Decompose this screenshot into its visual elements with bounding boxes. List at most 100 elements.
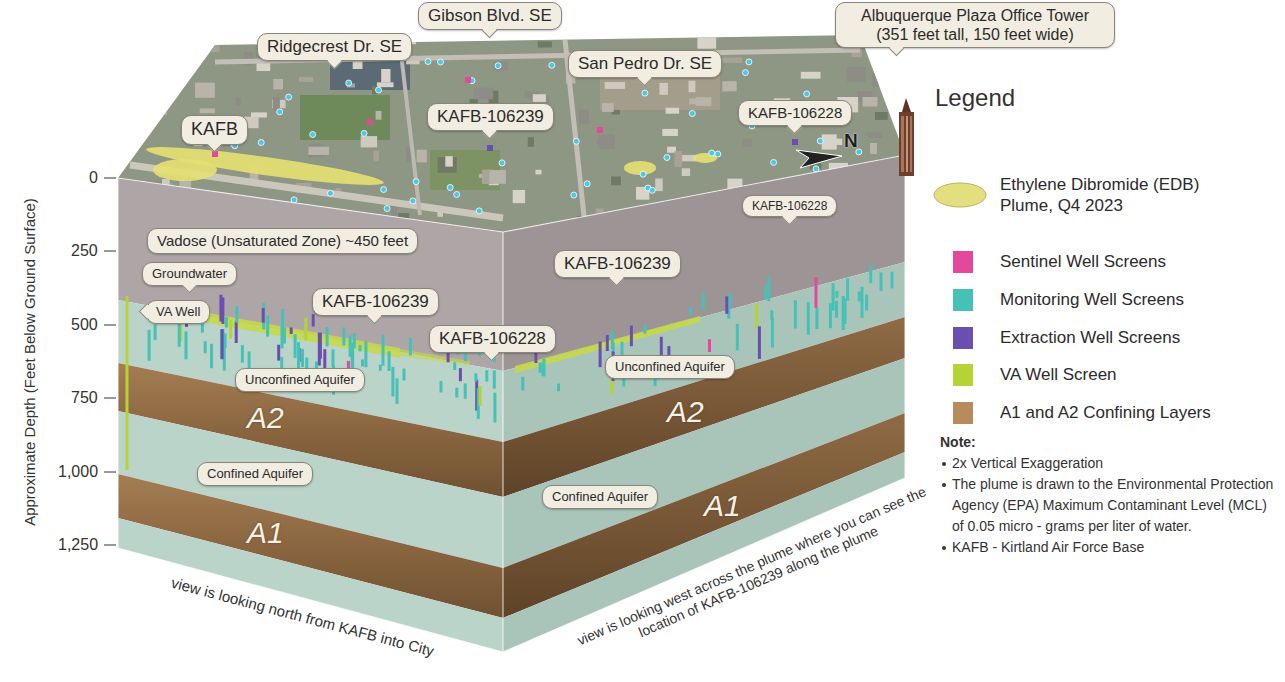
well-marker xyxy=(571,192,577,198)
well-screen xyxy=(708,339,711,352)
field xyxy=(430,150,500,190)
building xyxy=(438,157,457,173)
callout-text: KAFB-106239 xyxy=(322,292,429,312)
well-screen xyxy=(294,334,297,358)
well-marker xyxy=(664,155,670,161)
axis-tick: 500 xyxy=(71,315,98,334)
building xyxy=(723,58,743,63)
well-marker xyxy=(212,151,218,157)
building xyxy=(377,82,394,87)
legend-swatch-box xyxy=(952,363,974,387)
plume-outline xyxy=(145,140,385,191)
well-screen xyxy=(835,301,838,318)
building xyxy=(689,81,696,93)
well-screen xyxy=(235,321,238,343)
layer-label: A1 xyxy=(247,515,284,551)
callout-label: KAFB-106228 xyxy=(742,195,837,217)
well-screen xyxy=(210,344,213,368)
callout-tail xyxy=(207,137,223,153)
callout-text: Confined Aquifer xyxy=(207,466,303,482)
legend-text: Sentinel Well Screens xyxy=(1000,251,1245,272)
well-marker xyxy=(143,127,149,133)
well-screen xyxy=(474,373,477,381)
building xyxy=(538,41,552,47)
well-screen xyxy=(765,286,768,300)
well-screens xyxy=(521,265,893,394)
layer-label: A1 xyxy=(704,488,741,524)
tower-spire xyxy=(902,98,911,112)
building xyxy=(835,139,842,145)
well-screen xyxy=(464,384,467,399)
well-screen xyxy=(225,317,228,328)
well-screen xyxy=(403,369,406,381)
building xyxy=(675,151,683,167)
well-marker xyxy=(804,91,810,97)
legend-swatch xyxy=(953,402,973,424)
legend-text: A1 and A2 Confining Layers xyxy=(1000,402,1245,423)
well-screen xyxy=(479,386,482,406)
north-arrow xyxy=(796,150,842,168)
well-marker xyxy=(584,181,590,187)
callout-label: Confined Aquifer xyxy=(197,462,313,486)
well-screen xyxy=(301,349,304,367)
well-marker xyxy=(361,130,367,136)
well-marker xyxy=(465,77,471,83)
plume-outline xyxy=(153,159,217,181)
well-marker xyxy=(258,140,264,146)
building xyxy=(579,110,589,125)
well-marker xyxy=(495,63,501,69)
layer-label: A2 xyxy=(247,400,284,436)
notes-panel: Note:2x Vertical ExaggerationThe plume i… xyxy=(940,432,1275,558)
callout-text: VA Well xyxy=(156,304,200,320)
tower-windows xyxy=(906,116,908,172)
building xyxy=(867,132,882,138)
well-screen xyxy=(702,293,705,310)
axis-tick: 1,000 xyxy=(58,462,98,481)
well-screen xyxy=(359,345,362,351)
callout-text: Confined Aquifer xyxy=(552,489,648,505)
well-screen xyxy=(771,318,774,348)
building xyxy=(743,139,753,147)
well-marker xyxy=(171,83,177,89)
legend-swatch-box xyxy=(952,288,974,312)
callout-label: KAFB-106239 xyxy=(554,250,681,278)
legend-text: Ethylene Dibromide (EDB) Plume, Q4 2023 xyxy=(1000,174,1245,217)
well-screen xyxy=(758,326,761,359)
callout-text: Unconfined Aquifer xyxy=(245,372,355,388)
building xyxy=(599,134,615,149)
well-screen xyxy=(832,283,835,310)
well-screen xyxy=(453,362,456,370)
well-marker xyxy=(425,59,431,65)
building xyxy=(696,97,712,106)
building xyxy=(149,68,155,81)
tower-icon xyxy=(899,98,914,176)
building xyxy=(211,40,220,52)
well-screen xyxy=(736,324,739,351)
well-marker xyxy=(742,70,748,76)
callout-text: KAFB-106239 xyxy=(564,254,671,274)
tick xyxy=(104,250,116,251)
well-screen xyxy=(220,330,223,358)
building xyxy=(513,190,525,203)
well-marker xyxy=(327,190,333,196)
building xyxy=(474,88,494,100)
building xyxy=(863,97,878,107)
building xyxy=(417,150,427,163)
callout-text: Vadose (Unsaturated Zone) ~450 feet xyxy=(157,232,408,250)
well-screen xyxy=(767,277,770,301)
callout-label: KAFB xyxy=(181,115,248,145)
callout-text: KAFB-106228 xyxy=(752,199,827,213)
well-screen xyxy=(842,296,845,330)
well-screen xyxy=(304,318,307,341)
solar-field xyxy=(330,60,410,90)
well-screen xyxy=(361,360,364,367)
building xyxy=(872,73,887,87)
well-screen xyxy=(880,273,883,291)
well-screen xyxy=(332,349,335,367)
well-screen xyxy=(606,335,609,351)
axis-tick: 1,250 xyxy=(58,535,98,554)
callout-label: Unconfined Aquifer xyxy=(235,368,365,392)
well-screen xyxy=(262,303,265,329)
tick xyxy=(104,324,116,325)
